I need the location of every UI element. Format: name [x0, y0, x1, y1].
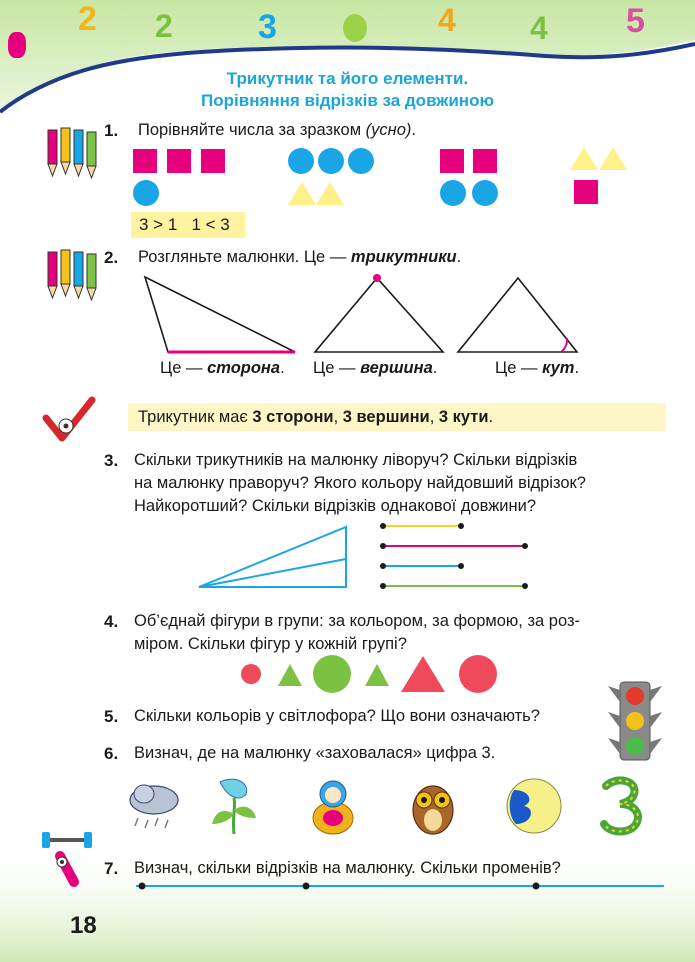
page-title-line1: Трикутник та його елементи.	[226, 69, 469, 88]
flower-picture	[212, 778, 256, 835]
triangles-count-illustration	[198, 525, 347, 588]
task-7-number: 7.	[104, 859, 119, 878]
magenta-square	[473, 149, 497, 173]
corner-figure	[8, 32, 26, 58]
digit-figure: 2	[155, 8, 173, 44]
digit-2-figure: 2	[78, 0, 97, 38]
task-3-line-2: на малюнку праворуч? Якого кольору найдо…	[134, 474, 586, 492]
owl-picture	[412, 785, 454, 835]
task-6-text: Визнач, де на малюнку «заховалася» цифра…	[134, 744, 496, 762]
magenta-square	[167, 149, 191, 173]
yellow-triangle	[316, 182, 344, 205]
task-3-line-3: Найкоротший? Скільки відрізків однакової…	[134, 497, 536, 515]
header-digit-figures: 2 2 3 4 4 5	[60, 0, 680, 60]
task-6-number: 6.	[104, 744, 119, 763]
highlighted-angle	[560, 337, 569, 353]
yellow-triangle	[599, 147, 627, 170]
segments-illustration	[380, 523, 528, 589]
blue-circle	[348, 148, 374, 174]
caption-vertex: Це — вершина.	[313, 359, 438, 377]
task-2-number: 2.	[104, 248, 119, 267]
magenta-square	[201, 149, 225, 173]
digit-3-figure: 3	[258, 8, 277, 46]
doll-toy-picture	[312, 780, 354, 835]
task-1-hint: (усно)	[365, 121, 412, 139]
task-2-keyword: трикутники	[350, 248, 457, 266]
yellow-triangle	[288, 182, 316, 205]
snake-picture	[600, 776, 642, 836]
shapes-grouping-illustration	[241, 655, 497, 693]
blue-circle	[288, 148, 314, 174]
task-4-line-1: Об’єднай фігури в групи: за кольором, за…	[134, 612, 580, 630]
pencils-icon	[47, 249, 97, 302]
traffic-light-icon	[608, 681, 662, 761]
highlighted-vertex	[373, 274, 381, 282]
task-1-number: 1.	[104, 121, 119, 140]
rain-cloud-picture	[129, 784, 179, 829]
blue-circle	[440, 180, 466, 206]
frog-figure	[343, 14, 367, 42]
task-5-number: 5.	[104, 707, 119, 726]
hidden-digit-pictures	[126, 776, 646, 838]
magenta-square	[574, 180, 598, 204]
task-1-text: Порівняйте числа за зразком (усно).	[138, 121, 416, 139]
task-7-text: Визнач, скільки відрізків на малюнку. Ск…	[134, 859, 561, 877]
triangle-vertex-example	[313, 276, 445, 353]
caption-side: Це — сторона.	[160, 359, 285, 377]
page-number: 18	[70, 912, 97, 939]
task-5-text: Скільки кольорів у світлофора? Що вони о…	[134, 707, 540, 725]
task-3-line-1: Скільки трикутників на малюнку ліворуч? …	[134, 451, 578, 469]
triangle-angle-example	[456, 276, 579, 353]
triangle-side-example	[143, 275, 296, 353]
yellow-triangle	[570, 147, 598, 170]
caption-angle: Це — кут.	[495, 359, 580, 377]
digit-4-figure: 4	[438, 2, 456, 38]
checkmark-mascot-icon	[42, 396, 96, 442]
rule-box: Трикутник має 3 сторони, 3 вершини, 3 ку…	[128, 403, 666, 431]
blue-circle	[318, 148, 344, 174]
weightlifter-mascot-icon	[42, 832, 92, 887]
comparison-example: 3 > 1 1 < 3	[131, 212, 245, 238]
task-2-text: Розгляньте малюнки. Це — трикутники.	[138, 248, 462, 266]
moon-picture	[506, 778, 562, 834]
blue-circle	[133, 180, 159, 206]
task-3-number: 3.	[104, 451, 119, 470]
magenta-square	[133, 149, 157, 173]
page-title-line2: Порівняння відрізків за довжиною	[201, 91, 494, 110]
triangles-illustration	[143, 274, 579, 354]
magenta-square	[440, 149, 464, 173]
blue-circle	[472, 180, 498, 206]
task-4-number: 4.	[104, 612, 119, 631]
digit-figure: 4	[530, 10, 548, 46]
task-4-line-2: міром. Скільки фігур у кожній групі?	[134, 635, 407, 653]
pencils-icon	[47, 127, 97, 180]
digit-5-figure: 5	[626, 2, 645, 40]
segments-and-rays-line	[136, 882, 664, 890]
